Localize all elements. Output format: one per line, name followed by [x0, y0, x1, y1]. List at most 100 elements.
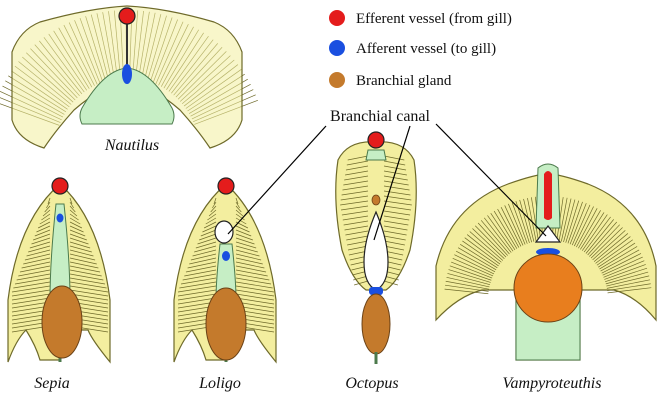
lamella	[235, 217, 247, 225]
lamella	[504, 205, 524, 246]
lamella	[383, 225, 408, 231]
lamella	[69, 257, 97, 265]
nautilus-afferent-vessel	[122, 64, 132, 84]
lamella	[47, 197, 51, 205]
lamella	[202, 225, 217, 233]
lamella	[340, 200, 369, 206]
lamella	[69, 269, 102, 277]
lamella	[69, 209, 78, 217]
lamella	[592, 230, 626, 261]
lamella	[41, 213, 51, 221]
lamella	[69, 281, 107, 289]
lamella	[383, 215, 410, 221]
lamella	[383, 175, 408, 181]
octopus-axis	[365, 149, 387, 161]
lamella	[451, 261, 493, 279]
octopus-branchial-gland	[361, 293, 391, 355]
lamella	[469, 231, 504, 261]
lamella	[235, 201, 240, 209]
lamella	[69, 237, 89, 245]
lamella	[576, 208, 598, 248]
lamella	[235, 245, 258, 253]
lamella	[447, 273, 491, 286]
lamella	[589, 224, 620, 257]
lamella	[13, 281, 51, 289]
vampyroteuthis-efferent-vessel	[544, 171, 552, 220]
lamella	[235, 213, 245, 221]
lamella	[474, 225, 507, 258]
lamella	[383, 200, 412, 206]
loligo-efferent-vessel	[217, 177, 235, 195]
vampyroteuthis-afferent-vessel	[536, 248, 560, 256]
lamella	[343, 220, 369, 226]
lamella	[203, 221, 217, 229]
vampyroteuthis-branchial-gland	[513, 253, 583, 323]
lamella	[184, 269, 217, 277]
lamella	[235, 261, 265, 269]
lamella	[11, 293, 51, 301]
lamella	[31, 237, 51, 245]
lamella	[605, 267, 648, 282]
lamella	[16, 273, 51, 281]
lamella	[531, 197, 539, 241]
lamella	[340, 195, 369, 201]
lamella	[606, 279, 651, 289]
lamella	[179, 281, 217, 289]
lamella	[34, 229, 51, 237]
lamella	[593, 233, 629, 262]
lamella	[383, 280, 398, 286]
lamella	[341, 190, 369, 196]
lamella	[523, 198, 535, 242]
lamella	[383, 245, 405, 251]
species-label-vampyroteuthis: Vampyroteuthis	[503, 375, 602, 392]
lamella	[69, 197, 73, 205]
lamella	[200, 229, 217, 237]
lamella	[581, 214, 608, 251]
lamella	[11, 285, 51, 293]
lamella	[444, 288, 489, 295]
lamella	[347, 155, 369, 161]
lamella	[472, 228, 505, 260]
lamella	[69, 225, 84, 233]
lamella	[69, 221, 83, 229]
lamella	[69, 289, 109, 297]
lamella	[235, 281, 273, 289]
lamella	[483, 217, 512, 253]
lamella	[69, 253, 96, 261]
lamella	[235, 237, 255, 245]
species-label-loligo: Loligo	[198, 375, 241, 392]
lamella	[235, 269, 268, 277]
lamella	[69, 273, 104, 281]
lamella	[235, 257, 263, 265]
lamella	[69, 277, 106, 285]
lamella	[69, 293, 109, 301]
legend-gland-label: Branchial gland	[356, 73, 452, 89]
lamella	[19, 265, 51, 273]
lamella	[207, 213, 217, 221]
lamella	[580, 212, 605, 250]
lamella	[345, 165, 369, 171]
lamella	[477, 222, 508, 256]
species-label-nautilus: Nautilus	[104, 137, 159, 154]
lamella	[194, 245, 217, 253]
lamella	[493, 210, 518, 249]
lamella	[449, 265, 492, 281]
lamella	[508, 203, 526, 245]
sepia-gill: Sepia	[7, 177, 111, 392]
lamella	[14, 277, 51, 285]
sepia-afferent-vessel	[56, 213, 64, 223]
lamella	[347, 245, 369, 251]
lamella	[601, 253, 642, 274]
callout-line-vampyroteuthis	[435, 123, 547, 237]
lamella	[383, 160, 406, 166]
lamella	[383, 165, 407, 171]
lamella	[445, 280, 490, 290]
lamella	[192, 249, 217, 257]
sepia-branchial-gland	[41, 285, 83, 359]
lamella	[23, 257, 51, 265]
lamella	[344, 225, 369, 231]
lamella	[46, 201, 51, 209]
lamella	[26, 249, 51, 257]
lamella	[558, 197, 568, 242]
lamella	[235, 229, 252, 237]
